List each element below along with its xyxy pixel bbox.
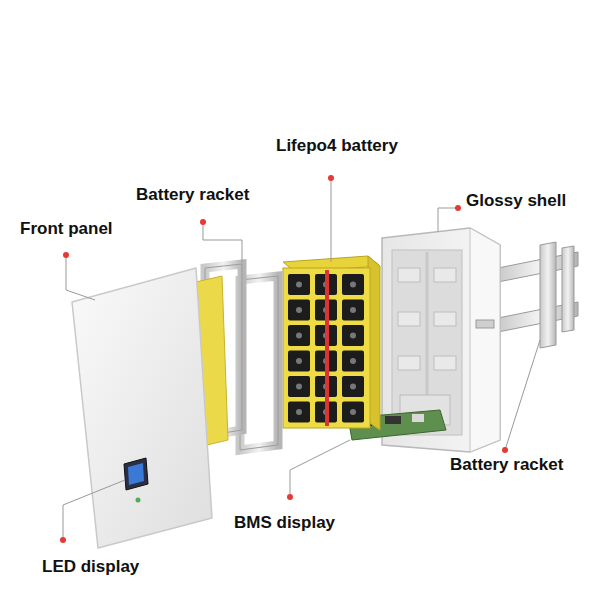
- shell-side: [470, 228, 500, 452]
- leader-line: [290, 440, 350, 497]
- cell-terminal: [350, 358, 356, 364]
- leader-dot: [63, 252, 69, 258]
- busbar: [325, 270, 329, 426]
- battery-cell: [342, 274, 364, 295]
- panel-face: [72, 268, 212, 548]
- battery-cell: [342, 402, 364, 423]
- shell-clip: [398, 268, 420, 282]
- wall-bracket: [498, 242, 578, 348]
- leader-dots: [60, 175, 508, 543]
- part-label: Lifepo4 battery: [276, 136, 398, 156]
- leader-dot: [200, 219, 206, 225]
- cell-terminal: [350, 282, 356, 288]
- shell-clip: [434, 312, 456, 326]
- shell-clip: [434, 356, 456, 370]
- leader-line: [331, 178, 332, 262]
- cell-terminal: [296, 333, 302, 339]
- battery-cell: [288, 325, 310, 346]
- cell-terminal: [350, 409, 356, 415]
- led-screen-glow: [128, 463, 144, 485]
- battery-cell: [288, 300, 310, 321]
- shell-interior: [392, 250, 462, 435]
- leader-dot: [328, 175, 334, 181]
- leader-line: [438, 208, 458, 232]
- battery-cell: [342, 351, 364, 372]
- cell-terminal: [296, 307, 302, 313]
- part-label: LED display: [42, 557, 139, 577]
- pcb-part: [412, 414, 424, 422]
- cell-terminal: [296, 409, 302, 415]
- cell-terminal: [296, 282, 302, 288]
- leader-dot: [455, 205, 461, 211]
- leader-line: [66, 255, 95, 300]
- battery-cell: [342, 300, 364, 321]
- shell-clip: [398, 356, 420, 370]
- battery-cell: [288, 402, 310, 423]
- cell-terminal: [350, 307, 356, 313]
- leader-line: [203, 222, 242, 262]
- part-label: Front panel: [20, 219, 113, 239]
- shell-clip: [398, 312, 420, 326]
- battery-cell: [288, 274, 310, 295]
- battery-cell: [342, 325, 364, 346]
- bracket-bar: [540, 242, 556, 348]
- shell-port: [476, 320, 494, 328]
- part-label: Battery racket: [136, 185, 249, 205]
- cell-terminal: [350, 384, 356, 390]
- shell-clip: [434, 268, 456, 282]
- bracket-bar: [562, 246, 574, 332]
- leader-dot: [287, 494, 293, 500]
- battery-cell: [288, 376, 310, 397]
- leader-lines: [63, 178, 540, 540]
- battery-cell: [342, 376, 364, 397]
- shell-rib: [426, 252, 429, 395]
- cell-terminal: [350, 333, 356, 339]
- leader-dot: [502, 447, 508, 453]
- battery-cell: [288, 351, 310, 372]
- status-led: [136, 498, 141, 503]
- cell-terminal: [296, 358, 302, 364]
- battery-module: [283, 256, 380, 430]
- part-label: Glossy shell: [466, 191, 566, 211]
- front-panel: [72, 268, 212, 548]
- part-label: Battery racket: [450, 455, 563, 475]
- led-screen: [124, 458, 148, 490]
- pcb-chip: [385, 416, 401, 424]
- leader-line: [63, 480, 125, 540]
- module-front: [283, 268, 370, 428]
- leader-line: [505, 340, 540, 450]
- leader-dot: [60, 537, 66, 543]
- cell-terminal: [296, 384, 302, 390]
- part-label: BMS display: [234, 513, 335, 533]
